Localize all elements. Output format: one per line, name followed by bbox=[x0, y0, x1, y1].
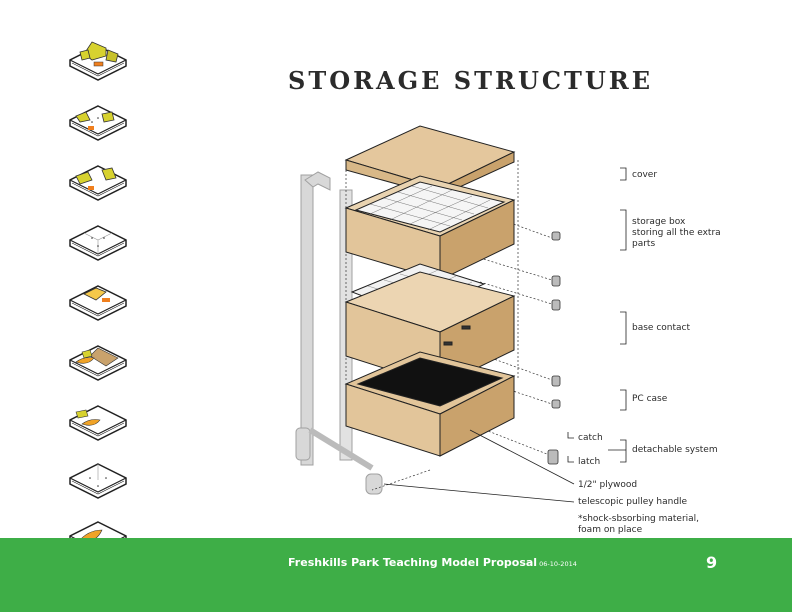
label-shock-line2: foam on place bbox=[578, 525, 643, 535]
label-brackets bbox=[383, 167, 627, 503]
model-thumbnail bbox=[69, 41, 127, 81]
label-plywood: 1/2" plywood bbox=[578, 480, 638, 490]
label-shock-line1: *shock-sbsorbing material, bbox=[578, 514, 700, 524]
footer-date: 06-10-2014 bbox=[539, 560, 577, 568]
label-detachable-system: detachable system bbox=[632, 445, 718, 455]
cover-panel bbox=[344, 125, 516, 197]
label-storage-box-line2: storing all the extra bbox=[632, 228, 721, 238]
page-title: STORAGE STRUCTURE bbox=[288, 66, 654, 95]
footer-title: Freshkills Park Teaching Model Proposal bbox=[288, 556, 538, 569]
model-thumbnail bbox=[69, 463, 127, 499]
label-storage-box-line1: storage box bbox=[632, 217, 686, 227]
model-thumbnail bbox=[69, 405, 127, 441]
model-thumbnail bbox=[69, 225, 127, 261]
label-storage-box-line3: parts bbox=[632, 239, 656, 249]
label-catch: catch bbox=[578, 433, 603, 443]
label-pulley-handle: telescopic pulley handle bbox=[578, 497, 688, 507]
label-latch: latch bbox=[578, 457, 601, 467]
label-cover: cover bbox=[632, 170, 658, 180]
pc-case bbox=[344, 351, 516, 457]
label-base-contact: base contact bbox=[632, 323, 690, 333]
model-thumbnail bbox=[69, 105, 127, 141]
model-thumbnail bbox=[69, 345, 127, 381]
page-number: 9 bbox=[706, 553, 718, 572]
hardware-pieces bbox=[547, 231, 561, 465]
label-pc-case: PC case bbox=[632, 394, 668, 404]
model-thumbnail bbox=[69, 285, 127, 321]
model-thumbnail bbox=[69, 165, 127, 201]
storage-box bbox=[344, 175, 516, 281]
